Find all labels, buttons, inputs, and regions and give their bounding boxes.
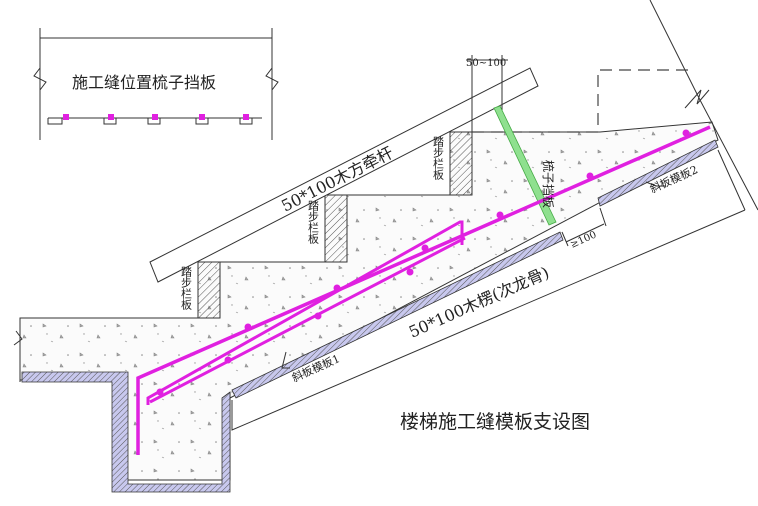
riser-board-label-2: 踏步栏板 bbox=[307, 199, 320, 245]
pit-formwork bbox=[21, 371, 231, 493]
riser-board-1 bbox=[197, 261, 221, 319]
distribution-bar-dots bbox=[156, 129, 690, 396]
comb-board-detail: 施工缝位置梳子挡板 bbox=[33, 28, 279, 140]
detail-frame bbox=[39, 28, 273, 140]
bottom-rebar bbox=[146, 220, 464, 405]
comb-teeth bbox=[47, 118, 253, 125]
break-mark-icon bbox=[13, 330, 23, 346]
riser-board-label-1: 踏步栏板 bbox=[180, 265, 193, 311]
rebar bbox=[136, 125, 711, 455]
break-mark-icon bbox=[33, 67, 279, 91]
riser-board-label-3: 踏步栏板 bbox=[432, 135, 445, 181]
slab-form-1 bbox=[231, 231, 564, 399]
tie-bar-timber bbox=[149, 67, 539, 283]
dimension-gap-label: 50~100 bbox=[466, 58, 506, 69]
slab-form-2 bbox=[597, 139, 719, 207]
joist bbox=[231, 149, 746, 431]
dimension-lines bbox=[466, 55, 508, 132]
top-rebar bbox=[136, 125, 711, 455]
drawing-caption: 楼梯施工缝模板支设图 bbox=[400, 411, 590, 433]
overlap-dim-label: ≥100 bbox=[569, 230, 599, 251]
comb-stop-board-label: 梳子挡板 bbox=[541, 160, 556, 208]
riser-board-3 bbox=[449, 131, 473, 196]
comb-stop-board bbox=[493, 105, 557, 226]
rebar-dots bbox=[63, 114, 249, 120]
detail-title: 施工缝位置梳子挡板 bbox=[72, 73, 216, 92]
future-step-outline bbox=[472, 69, 690, 133]
riser-board-2 bbox=[324, 194, 348, 263]
